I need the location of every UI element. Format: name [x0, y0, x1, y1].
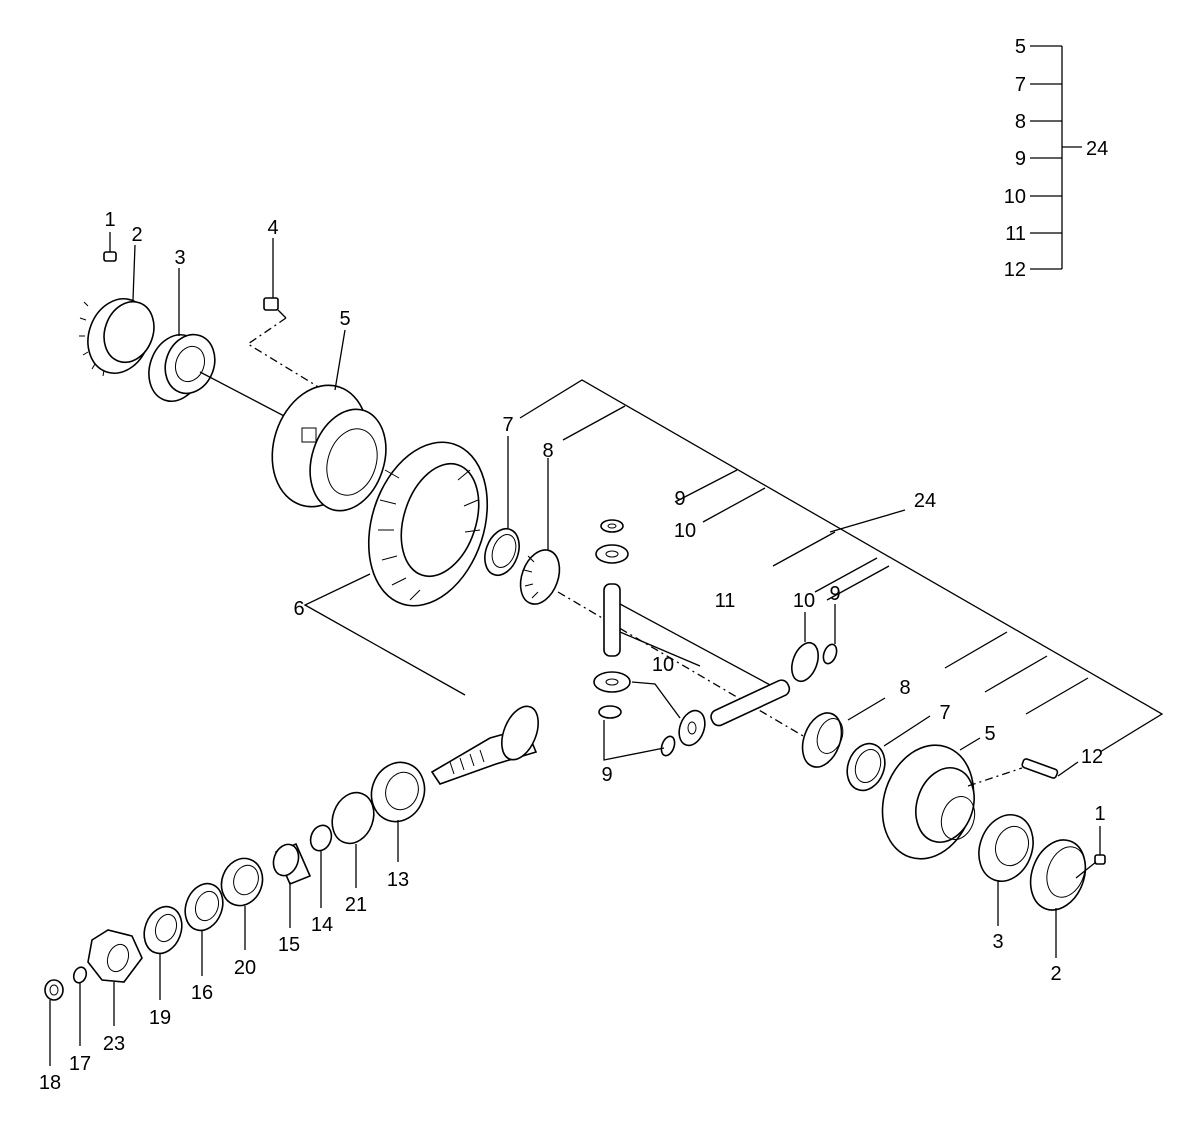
- callout-2-left: 2: [131, 224, 142, 246]
- part-6-drive-pinion: [430, 705, 539, 785]
- callout-5-right: 5: [984, 723, 995, 745]
- part-15-spacer: [272, 842, 312, 928]
- callout-5-left: 5: [339, 308, 350, 330]
- part-9-washer-top: [600, 519, 624, 533]
- callout-10-right: 10: [793, 590, 815, 612]
- part-10-pinion-gear-mid: [678, 709, 706, 747]
- part-10-pinion-gear-right: [791, 641, 819, 683]
- callout-8-top: 8: [542, 440, 553, 462]
- callout-10-lower: 10: [652, 654, 674, 676]
- part-7-thrust-washer-top: [484, 436, 520, 577]
- part-8-side-gear-top: [519, 458, 561, 605]
- callout-9-right: 9: [829, 583, 840, 605]
- legend-member-5: 5: [1015, 36, 1026, 58]
- part-8-side-gear-right: [801, 697, 886, 768]
- part-13-bearing: [370, 761, 426, 862]
- callout-24-mid: 24: [914, 490, 936, 512]
- part-20-bearing: [220, 857, 264, 950]
- part-21-shim: [331, 791, 375, 888]
- callout-12: 12: [1081, 746, 1103, 768]
- part-1-screw-right: [1094, 826, 1106, 865]
- part-17-washer: [72, 966, 88, 1046]
- callout-18: 18: [39, 1072, 61, 1094]
- callout-21: 21: [345, 894, 367, 916]
- callout-15: 15: [278, 934, 300, 956]
- part-11-cross-shaft: [603, 583, 791, 727]
- callout-19: 19: [149, 1007, 171, 1029]
- callout-3-right: 3: [992, 931, 1003, 953]
- legend-member-12: 12: [1004, 259, 1026, 281]
- legend-member-8: 8: [1015, 111, 1026, 133]
- callout-1-right: 1: [1094, 803, 1105, 825]
- legend-member-10: 10: [1004, 186, 1026, 208]
- part-19-dust-cover: [143, 905, 183, 1000]
- callout-11: 11: [715, 590, 736, 612]
- part-16-oil-seal: [184, 882, 224, 976]
- legend-group-24: 24: [1086, 138, 1108, 160]
- part-2-adjusting-ring-right: [1029, 839, 1087, 958]
- part-9-washer-mid: [660, 735, 676, 757]
- part-23-companion-flange: [87, 929, 143, 1026]
- part-7-thrust-washer-right: [846, 715, 931, 792]
- part-4-bolt: [246, 238, 331, 395]
- callout-2-right: 2: [1050, 963, 1061, 985]
- callout-4: 4: [267, 217, 278, 239]
- group-bracket: [519, 379, 1164, 753]
- part-10-pinion-gear-top: [595, 544, 629, 564]
- part-12-bolt-right: [967, 758, 1079, 787]
- callout-16: 16: [191, 982, 213, 1004]
- callout-6: 6: [293, 598, 304, 620]
- group-legend: 5 7 8 9 10 11 12 24: [1004, 36, 1109, 281]
- part-3-bearing-left: [148, 268, 216, 402]
- callout-8-right: 8: [899, 677, 910, 699]
- part-14-snap-ring: [309, 824, 333, 908]
- part-9-washer-right: [822, 643, 838, 665]
- part-6-ring-gear: [367, 441, 489, 607]
- part-5-differential-case-left: [271, 329, 387, 512]
- part-3-bearing-right: [978, 814, 1034, 926]
- legend-member-11: 11: [1005, 223, 1026, 245]
- part-2-adjusting-ring-left: [79, 244, 155, 377]
- callout-1-left: 1: [104, 209, 115, 231]
- callout-13: 13: [387, 869, 409, 891]
- callout-17: 17: [69, 1053, 91, 1075]
- part-18-nut: [44, 979, 64, 1066]
- callout-14: 14: [311, 914, 333, 936]
- callout-7-top: 7: [502, 414, 513, 436]
- callout-3-left: 3: [174, 247, 185, 269]
- part-1-screw-left: [103, 232, 117, 262]
- legend-member-9: 9: [1015, 148, 1026, 170]
- part-5-differential-case-right: [881, 737, 981, 860]
- callout-23: 23: [103, 1033, 125, 1055]
- callout-7-right: 7: [939, 702, 950, 724]
- part-10-pinion-gear-lower: [593, 671, 631, 693]
- callout-20: 20: [234, 957, 256, 979]
- callout-9-lower: 9: [601, 764, 612, 786]
- part-9-washer-lower: [598, 705, 622, 719]
- legend-member-7: 7: [1015, 74, 1026, 96]
- callout-10-top: 10: [674, 520, 696, 542]
- callout-9-top: 9: [674, 488, 685, 510]
